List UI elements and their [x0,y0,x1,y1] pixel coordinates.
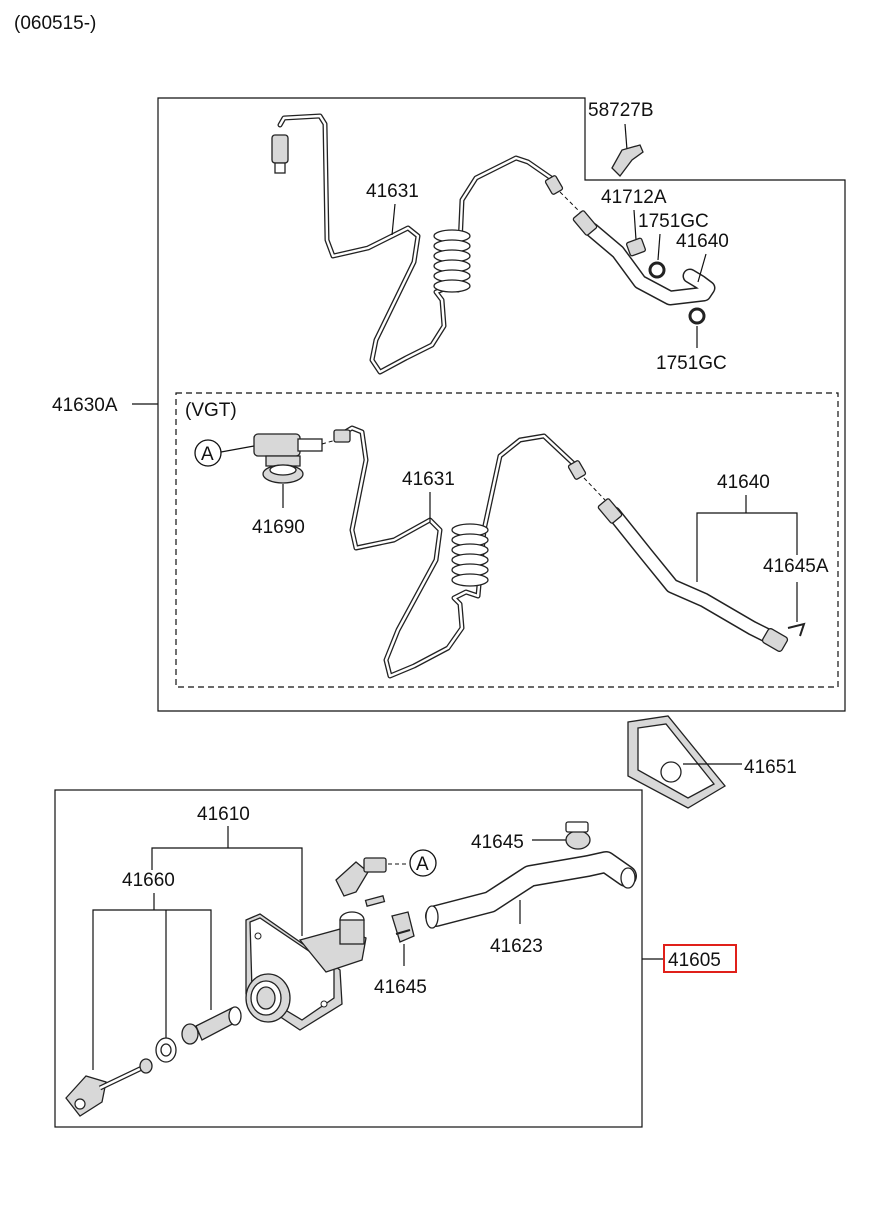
label-41605[interactable]: 41605 [668,950,721,971]
ref-a-lower: A [416,854,429,875]
pipe-41631-top [271,113,564,375]
upper-group-frame [157,97,846,712]
clip-41645a-part [787,622,806,637]
gasket-upper-part [648,261,666,279]
clamp-41645-top-part [565,821,591,850]
union-bolt-part [626,237,646,257]
push-rod-kit-41660-part [65,1006,242,1117]
label-41605-highlight [663,944,737,973]
upper-group: 41630A 58727B 41631 [52,97,846,712]
label-1751gc-upper[interactable]: 1751GC [638,211,709,232]
cylinder-41610-part [245,911,367,1031]
hose-41623-part [425,851,637,929]
gasket-lower-part [688,307,706,325]
ref-circle-a-lower[interactable] [409,849,437,877]
label-41645-top[interactable]: 41645 [471,832,524,853]
label-1751gc-lower[interactable]: 1751GC [656,353,727,374]
date-range-label: (060515-) [14,13,96,34]
vgt-label: (VGT) [185,400,237,421]
ref-a-upper: A [201,444,214,465]
label-41631-top[interactable]: 41631 [366,181,419,202]
label-41660[interactable]: 41660 [122,870,175,891]
lower-group: 41605 41610 41660 [54,789,737,1128]
vgt-dashed-frame [175,392,839,688]
label-41645-bottom[interactable]: 41645 [374,977,427,998]
label-41630a[interactable]: 41630A [52,395,118,416]
hose-41640-vgt [597,498,789,652]
clamp-41645-bottom-part [391,911,415,943]
vgt-subgroup: (VGT) A 41690 [175,392,839,688]
label-41640-top[interactable]: 41640 [676,231,729,252]
label-41610[interactable]: 41610 [197,804,250,825]
label-41623[interactable]: 41623 [490,936,543,957]
bracket-58727b-part [611,144,644,177]
coil-top [433,229,471,293]
gasket-plate-41651: 41651 [627,715,797,809]
ref-circle-a-upper[interactable] [194,439,222,467]
label-41651[interactable]: 41651 [744,757,797,778]
connector-41690-part [253,433,323,484]
pipe-41631-vgt [333,425,587,679]
label-58727b[interactable]: 58727B [588,100,654,121]
label-41640-vgt[interactable]: 41640 [717,472,770,493]
label-41645a[interactable]: 41645A [763,556,829,577]
label-41690[interactable]: 41690 [252,517,305,538]
elbow-fitting-part [335,857,387,908]
hose-41640-top [572,210,716,306]
coil-vgt [451,523,489,587]
label-41712a[interactable]: 41712A [601,187,667,208]
label-41631-vgt[interactable]: 41631 [402,469,455,490]
